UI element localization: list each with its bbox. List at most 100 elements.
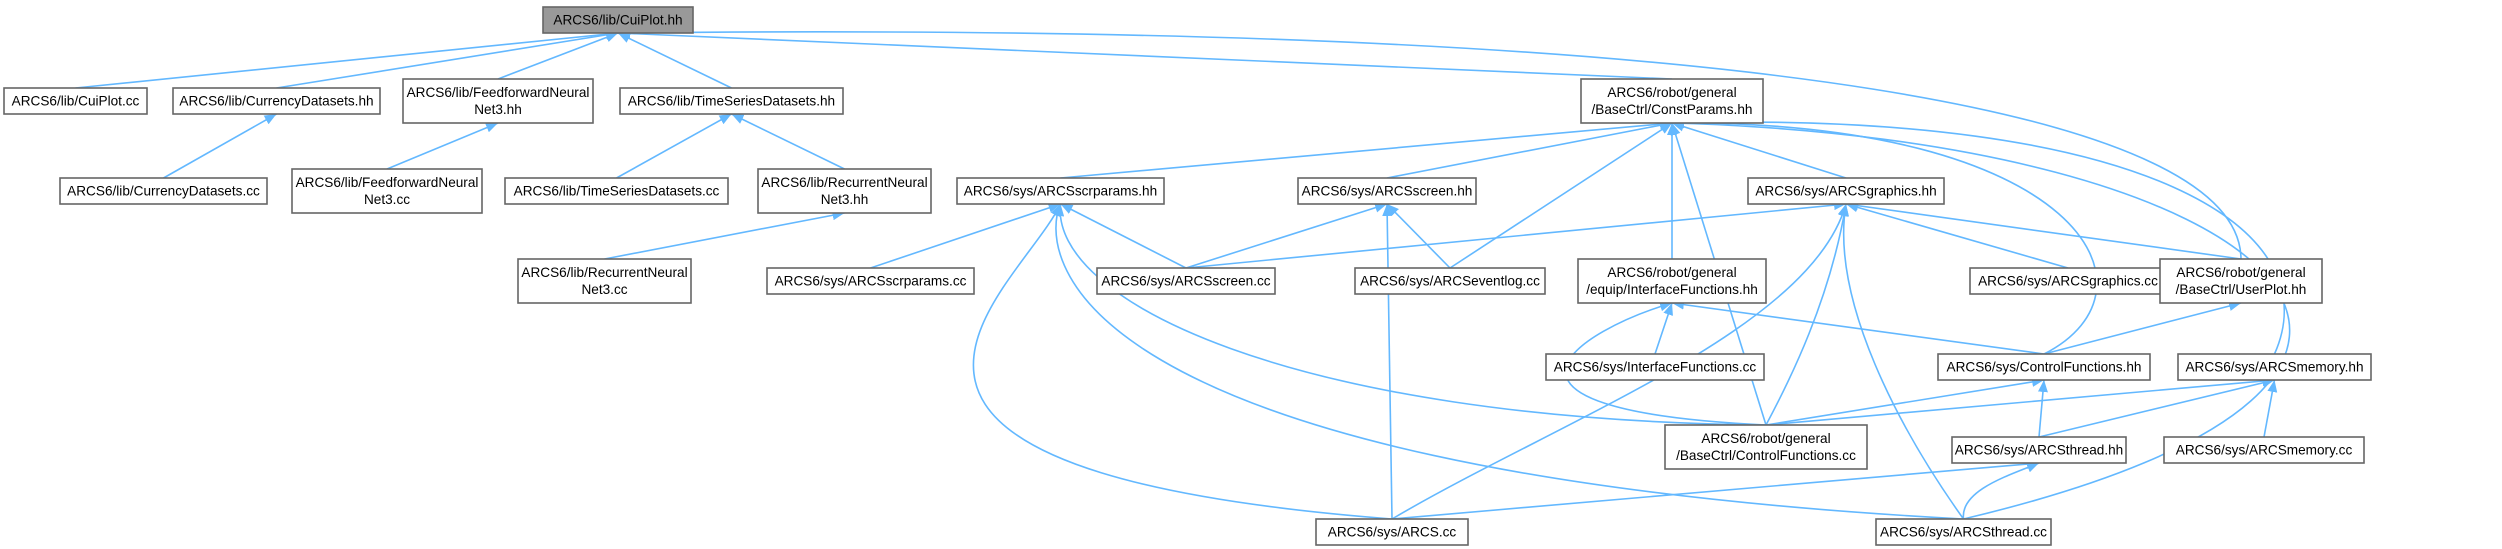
node-box	[2163, 436, 2365, 464]
node-box	[956, 177, 1165, 205]
node-memory-cc[interactable]: ARCS6/sys/ARCSmemory.cc	[2163, 436, 2365, 464]
node-label: /BaseCtrl/ConstParams.hh	[1592, 102, 1753, 117]
node-memory-hh[interactable]: ARCS6/sys/ARCSmemory.hh	[2177, 353, 2372, 381]
node-box	[542, 6, 694, 34]
node-label: ARCS6/sys/ControlFunctions.hh	[1947, 360, 2142, 375]
edge-basectrl_cf_cc-to-scrparams_hh	[1054, 203, 1767, 426]
edge-userplot_hh-to-graphics_hh	[1845, 200, 2242, 260]
edge-controlfunc_hh-to-constparams_hh	[1671, 117, 2098, 355]
node-box	[757, 168, 932, 214]
node-label: ARCS6/sys/ARCSthread.cc	[1880, 525, 2047, 540]
edge-arcs_cc-to-screen_hh	[1382, 203, 1393, 520]
node-label: ARCS6/sys/ARCSscreen.cc	[1101, 274, 1270, 289]
node-label: ARCS6/lib/TimeSeriesDatasets.hh	[628, 94, 835, 109]
nodes-layer: ARCS6/lib/CuiPlot.hhARCS6/lib/CuiPlot.cc…	[3, 6, 2372, 546]
edge-thread_cc-to-thread_hh	[1962, 462, 2040, 520]
node-arcs-cc[interactable]: ARCS6/sys/ARCS.cc	[1315, 518, 1469, 546]
edge-graphics_cc-to-graphics_hh	[1845, 202, 2069, 269]
node-label: ARCS6/sys/ARCSscrparams.hh	[964, 184, 1157, 199]
edge-screen_hh-to-constparams_hh	[1386, 120, 1673, 179]
edge-arcs_cc-to-thread_hh	[1391, 459, 2040, 520]
node-scrparams-cc[interactable]: ARCS6/sys/ARCSscrparams.cc	[766, 267, 975, 295]
node-label: ARCS6/sys/ARCSmemory.cc	[2176, 443, 2353, 458]
edge-thread_hh-to-memory_hh	[2038, 377, 2275, 438]
edge-screen_cc-to-graphics_hh	[1185, 200, 1847, 269]
node-cuiplot-cc[interactable]: ARCS6/lib/CuiPlot.cc	[3, 87, 148, 115]
edge-currency_cc-to-currency_hh	[163, 113, 277, 179]
edge-scrparams_hh-to-constparams_hh	[1060, 119, 1673, 179]
node-scrparams-hh[interactable]: ARCS6/sys/ARCSscrparams.hh	[956, 177, 1165, 205]
node-label: ARCS6/lib/RecurrentNeural	[521, 265, 687, 280]
node-box	[172, 87, 381, 115]
node-label: ARCS6/robot/general	[1607, 85, 1736, 100]
node-box	[291, 168, 483, 214]
node-label: ARCS6/robot/general	[1607, 265, 1736, 280]
node-box	[1747, 177, 1945, 205]
node-label: ARCS6/lib/RecurrentNeural	[761, 175, 927, 190]
node-screen-cc[interactable]: ARCS6/sys/ARCSscreen.cc	[1096, 267, 1276, 295]
node-tsd-cc[interactable]: ARCS6/lib/TimeSeriesDatasets.cc	[504, 177, 729, 205]
edge-graphics_hh-to-constparams_hh	[1671, 121, 1847, 179]
node-label: ARCS6/lib/CuiPlot.cc	[12, 94, 140, 109]
edge-rnn_cc-to-rnn_hh	[604, 210, 845, 260]
edge-rnn_hh-to-tsd_hh	[731, 113, 845, 170]
node-box	[1664, 424, 1868, 470]
node-interface-hh[interactable]: ARCS6/robot/general/equip/InterfaceFunct…	[1577, 258, 1767, 304]
node-label: Net3.hh	[474, 102, 522, 117]
edge-ffnn_hh-to-cuiplot_hh	[497, 32, 619, 80]
node-label: ARCS6/lib/FeedforwardNeural	[407, 85, 590, 100]
node-box	[1875, 518, 2052, 546]
edge-arcs_cc-to-scrparams_hh	[972, 203, 1393, 520]
node-label: ARCS6/lib/CurrencyDatasets.hh	[179, 94, 373, 109]
node-box	[1545, 353, 1765, 381]
node-box	[1969, 267, 2167, 295]
node-label: ARCS6/robot/general	[1701, 431, 1830, 446]
node-box	[766, 267, 975, 295]
edge-thread_cc-to-graphics_hh	[1839, 203, 1965, 520]
node-graphics-hh[interactable]: ARCS6/sys/ARCSgraphics.hh	[1747, 177, 1945, 205]
edge-cuiplot_cc-to-cuiplot_hh	[75, 29, 619, 89]
node-screen-hh[interactable]: ARCS6/sys/ARCSscreen.hh	[1297, 177, 1477, 205]
node-interface-cc[interactable]: ARCS6/sys/InterfaceFunctions.cc	[1545, 353, 1765, 381]
node-constparams-hh[interactable]: ARCS6/robot/general/BaseCtrl/ConstParams…	[1580, 78, 1764, 124]
node-graphics-cc[interactable]: ARCS6/sys/ARCSgraphics.cc	[1969, 267, 2167, 295]
node-currency-hh[interactable]: ARCS6/lib/CurrencyDatasets.hh	[172, 87, 381, 115]
node-thread-cc[interactable]: ARCS6/sys/ARCSthread.cc	[1875, 518, 2052, 546]
edge-userplot_hh-to-cuiplot_hh	[617, 27, 2242, 260]
node-box	[2177, 353, 2372, 381]
node-eventlog-cc[interactable]: ARCS6/sys/ARCSeventlog.cc	[1354, 267, 1546, 295]
node-label: ARCS6/sys/ARCSthread.hh	[1955, 443, 2123, 458]
edge-tsd_cc-to-tsd_hh	[616, 113, 732, 179]
node-box	[1580, 78, 1764, 124]
node-label: ARCS6/sys/ARCSgraphics.hh	[1755, 184, 1936, 199]
node-tsd-hh[interactable]: ARCS6/lib/TimeSeriesDatasets.hh	[619, 87, 844, 115]
edge-basectrl_cf_cc-to-controlfunc_hh	[1765, 376, 2045, 426]
node-box	[1354, 267, 1546, 295]
edge-memory_hh-to-constparams_hh	[1671, 117, 2285, 355]
node-label: ARCS6/lib/CurrencyDatasets.cc	[67, 184, 260, 199]
node-controlfunc-hh[interactable]: ARCS6/sys/ControlFunctions.hh	[1937, 353, 2151, 381]
edge-tsd_hh-to-cuiplot_hh	[617, 32, 732, 89]
edge-thread_cc-to-scrparams_hh	[1051, 203, 1964, 520]
node-basectrl-cf-cc[interactable]: ARCS6/robot/general/BaseCtrl/ControlFunc…	[1664, 424, 1868, 470]
node-userplot-hh[interactable]: ARCS6/robot/general/BaseCtrl/UserPlot.hh	[2159, 258, 2323, 304]
node-label: ARCS6/robot/general	[2176, 265, 2305, 280]
edge-interface_cc-to-interface_hh	[1654, 302, 1673, 355]
node-box	[59, 177, 268, 205]
node-cuiplot-hh[interactable]: ARCS6/lib/CuiPlot.hh	[542, 6, 694, 34]
edge-controlfunc_hh-to-userplot_hh	[2043, 301, 2242, 355]
edge-controlfunc_hh-to-interface_hh	[1671, 299, 2045, 355]
node-box	[517, 258, 692, 304]
node-currency-cc[interactable]: ARCS6/lib/CurrencyDatasets.cc	[59, 177, 268, 205]
node-label: ARCS6/sys/ARCSgraphics.cc	[1978, 274, 2158, 289]
node-box	[3, 87, 148, 115]
node-thread-hh[interactable]: ARCS6/sys/ARCSthread.hh	[1951, 436, 2127, 464]
edge-eventlog_cc-to-constparams_hh	[1449, 122, 1673, 269]
node-label: ARCS6/lib/TimeSeriesDatasets.cc	[514, 184, 720, 199]
node-label: /equip/InterfaceFunctions.hh	[1586, 282, 1758, 297]
